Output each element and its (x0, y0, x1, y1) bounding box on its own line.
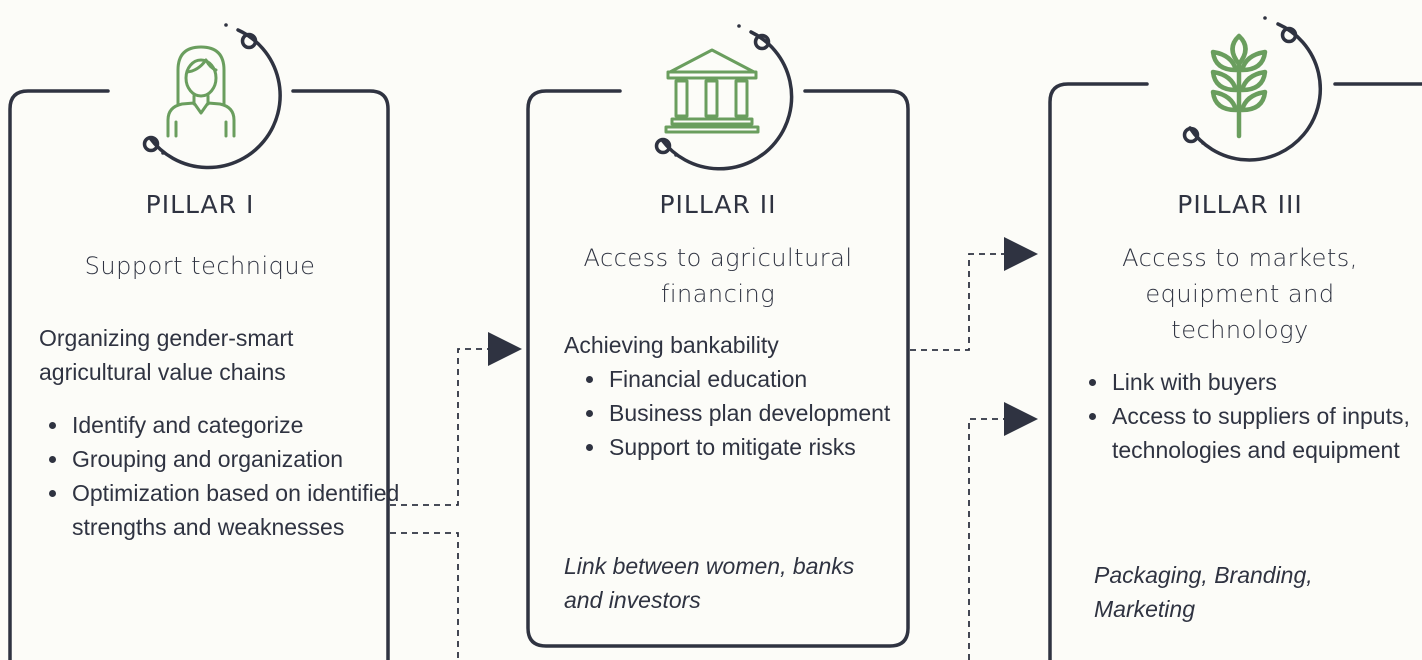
pillar-3-list: Link with buyers Access to suppliers of … (1080, 365, 1422, 467)
pillar-2-list: Financial education Business plan develo… (577, 362, 897, 464)
list-item: Link with buyers (1110, 365, 1422, 399)
arrowhead-to-pillar-3-bottom (1004, 402, 1038, 436)
list-item: Grouping and organization (70, 442, 412, 476)
connector-1-down (390, 532, 459, 660)
pillar-2-lead: Achieving bankability (564, 332, 779, 358)
pillar-2-frame (526, 89, 910, 648)
pillar-1-list: Identify and categorize Grouping and org… (40, 408, 412, 544)
pillar-2-note: Link between women, banks and investors (564, 553, 855, 613)
bank-icon (664, 48, 760, 134)
list-item: Identify and categorize (70, 408, 412, 442)
icon-ring-3 (1182, 16, 1323, 162)
pillar-3-note: Packaging, Branding, Marketing (1094, 562, 1313, 622)
arrowhead-to-pillar-2 (488, 332, 522, 366)
pillar-3-subtitle: Access to markets, equipment and technol… (1122, 244, 1358, 344)
pillar-3-frame (1048, 82, 1422, 660)
wheat-icon (1210, 33, 1268, 139)
icon-ring-2 (654, 24, 794, 171)
icon-ring-1 (142, 23, 282, 170)
list-item: Business plan development (607, 396, 897, 430)
list-item: Access to suppliers of inputs, technolog… (1110, 399, 1422, 467)
pillar-1-title: PILLAR I (145, 190, 255, 219)
connector-1-to-2 (390, 348, 490, 506)
pillar-2-title: PILLAR II (659, 190, 777, 219)
pillar-1-subtitle: Support technique (84, 252, 316, 280)
woman-icon (166, 45, 236, 138)
list-item: Support to mitigate risks (607, 430, 897, 464)
connector-up-to-3 (968, 418, 1005, 660)
connector-2-to-3 (910, 253, 1005, 351)
pillar-3-title: PILLAR III (1177, 190, 1303, 219)
pillar-2-subtitle: Access to agricultural financing (583, 244, 853, 308)
list-item: Optimization based on identified strengt… (70, 476, 412, 544)
arrowhead-to-pillar-3-top (1004, 237, 1038, 271)
list-item: Financial education (607, 362, 897, 396)
pillar-1-lead: Organizing gender-smart agricultural val… (39, 325, 294, 385)
pillar-1-frame (8, 89, 390, 660)
